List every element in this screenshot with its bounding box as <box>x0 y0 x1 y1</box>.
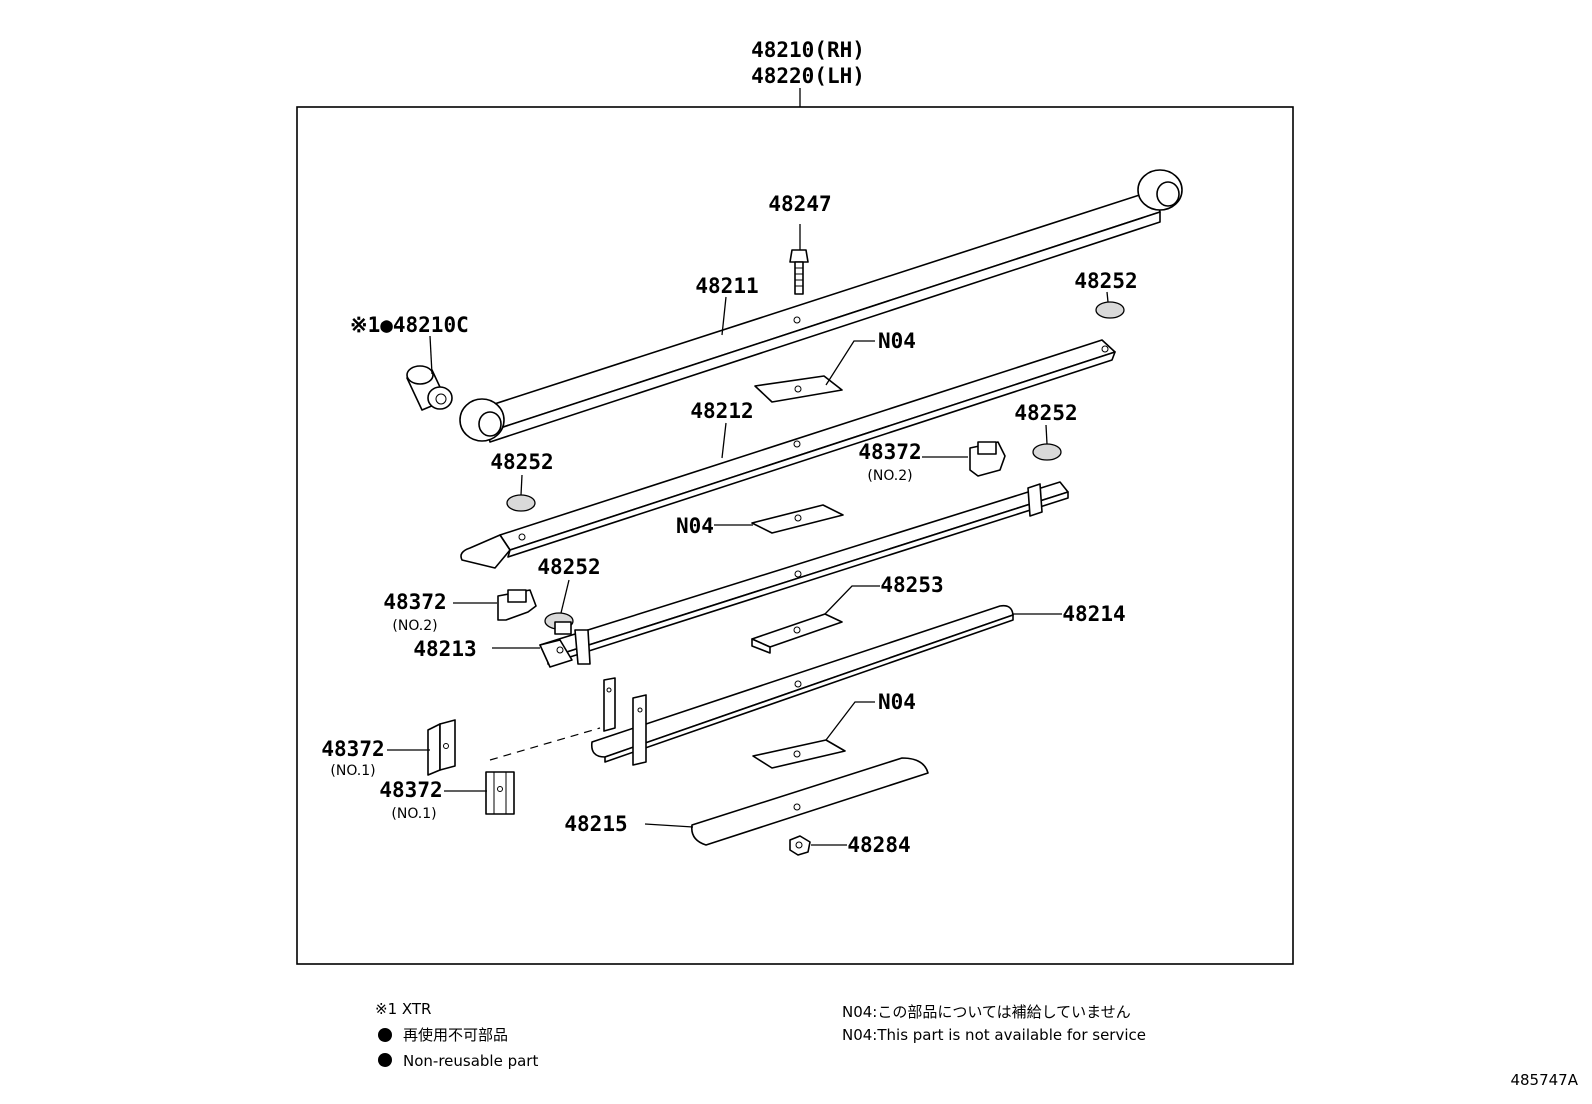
label-48253: 48253 <box>880 573 943 597</box>
leader-48252-c <box>1045 424 1048 445</box>
label-48211: 48211 <box>695 274 758 298</box>
label-n04-c: N04 <box>878 690 916 714</box>
label-48372-d: 48372 <box>379 778 442 802</box>
plate-n04-c <box>752 739 846 769</box>
label-48212: 48212 <box>690 399 753 423</box>
label-48252-d: 48252 <box>537 555 600 579</box>
leader-48212 <box>721 422 727 459</box>
label-48210c: ※1●48210C <box>350 313 469 337</box>
assembly-frame <box>296 106 1294 965</box>
legend-n04-ja: N04:この部品については補給していません <box>842 1003 1131 1021</box>
non-reusable-dot-icon <box>378 1028 392 1042</box>
assembly-label-lh: 48220(LH) <box>751 64 865 88</box>
plate-n04-a <box>754 375 843 403</box>
label-48372-c: 48372 <box>321 737 384 761</box>
label-48372-b-sub: (NO.2) <box>392 618 437 634</box>
leader-48210c <box>429 335 433 375</box>
legend-xtr: ※1 XTR <box>375 1000 431 1018</box>
leader-48252-d <box>560 579 570 614</box>
clip-48372-no2-b <box>497 589 537 621</box>
non-reusable-dot-icon <box>378 1053 392 1067</box>
leader-n04-c <box>825 701 875 741</box>
label-n04-a: N04 <box>878 329 916 353</box>
nut-48284 <box>789 835 811 856</box>
label-48372-a-sub: (NO.2) <box>867 468 912 484</box>
leader-48253 <box>824 585 880 615</box>
plate-n04-b <box>751 504 844 534</box>
leaf-48215 <box>690 757 929 846</box>
leader-n04-a <box>825 340 875 386</box>
label-48252-b: 48252 <box>490 450 553 474</box>
legend-n04-en: N04:This part is not available for servi… <box>842 1026 1146 1044</box>
leaf-48213 <box>539 481 1069 668</box>
bolt-48247 <box>789 249 809 295</box>
label-48213: 48213 <box>413 637 476 661</box>
figure-id: 485747A <box>1510 1071 1578 1089</box>
label-48247: 48247 <box>768 192 831 216</box>
leaf-48214 <box>590 604 1014 766</box>
legend-nonreuse-en: Non-reusable part <box>403 1052 538 1070</box>
label-48252-a: 48252 <box>1074 269 1137 293</box>
leader-48252-a <box>1106 291 1109 303</box>
leaf-48211 <box>459 169 1183 443</box>
label-48372-c-sub: (NO.1) <box>330 763 375 779</box>
label-48372-a: 48372 <box>858 440 921 464</box>
clip-48372-no2-a <box>969 441 1006 477</box>
clip-48372-no1-b <box>485 771 515 815</box>
label-48215: 48215 <box>564 812 627 836</box>
spacer-48253 <box>751 613 843 654</box>
leader-48252-b <box>520 474 523 496</box>
legend-nonreuse-ja: 再使用不可部品 <box>403 1026 508 1044</box>
clip-48372-no1-a <box>427 719 456 776</box>
bushing-48210c <box>406 365 453 411</box>
label-48372-d-sub: (NO.1) <box>391 806 436 822</box>
assembly-label-rh: 48210(RH) <box>751 38 865 62</box>
label-48284: 48284 <box>847 833 910 857</box>
leader-48211 <box>721 296 727 336</box>
pad-48252-c <box>1032 443 1062 461</box>
leaf-48212 <box>460 339 1116 569</box>
leader-48215 <box>644 823 694 828</box>
label-n04-b: N04 <box>676 514 714 538</box>
pad-48252-a <box>1095 301 1125 319</box>
pad-48252-b <box>506 494 536 512</box>
label-48372-b: 48372 <box>383 590 446 614</box>
label-48252-c: 48252 <box>1014 401 1077 425</box>
label-48214: 48214 <box>1062 602 1125 626</box>
alignment-dashed-line <box>489 727 601 761</box>
